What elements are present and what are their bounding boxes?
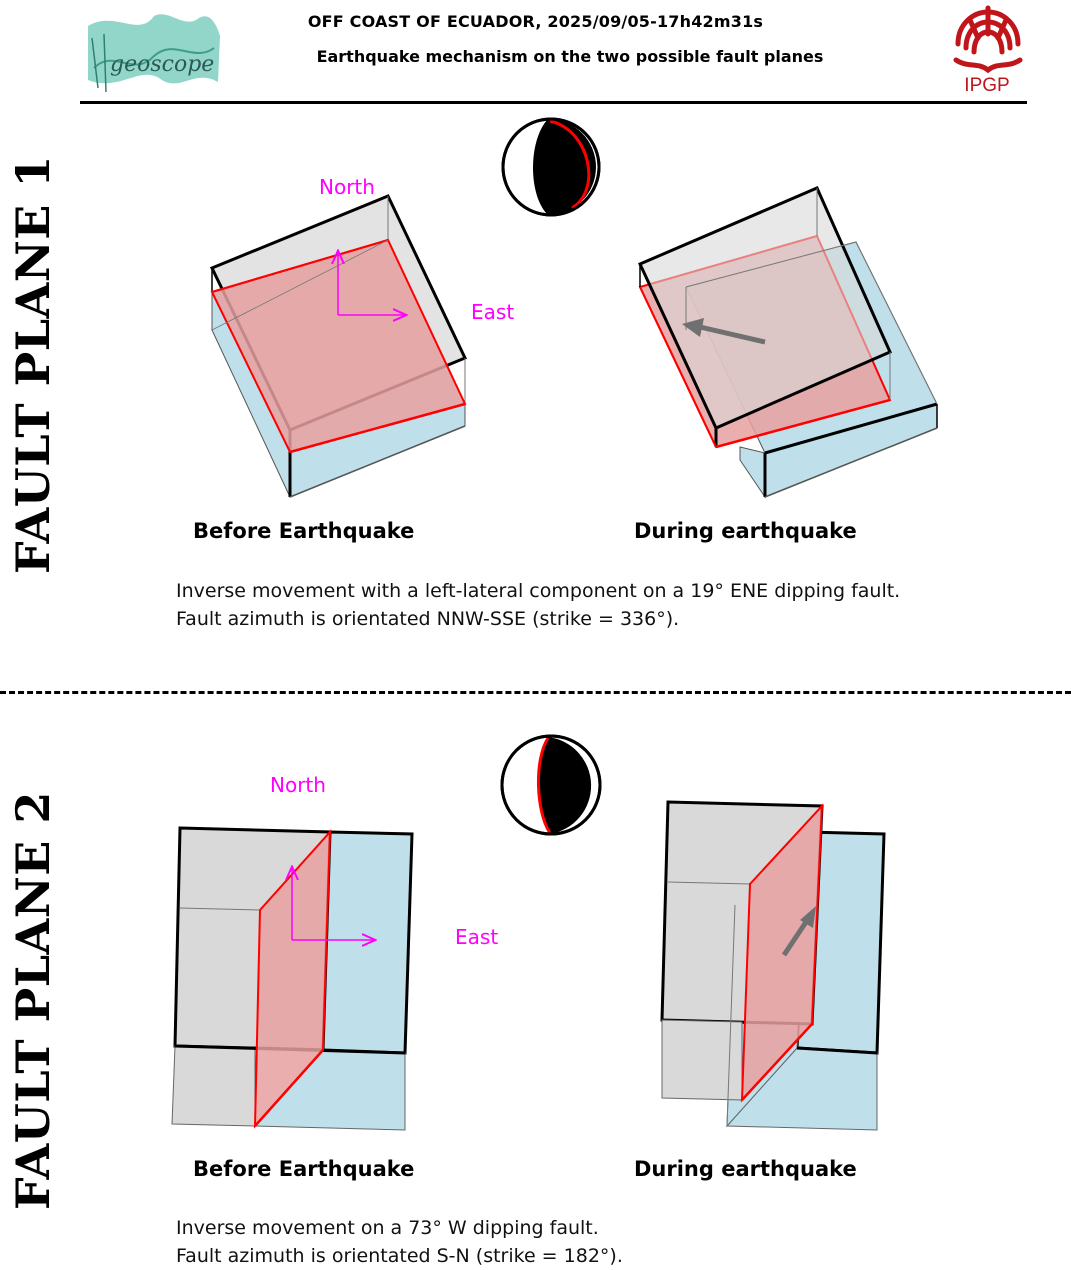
page-title: OFF COAST OF ECUADOR, 2025/09/05-17h42m3… [307,12,764,31]
ipgp-logo-graphic: IPGP [953,5,1023,96]
focal-mechanism-ball-2 [500,734,602,836]
header-divider [80,101,1027,104]
fault1-during-caption: During earthquake [634,519,857,543]
fault2-north-label: North [270,773,326,797]
fault2-description-line1: Inverse movement on a 73° W dipping faul… [176,1217,599,1239]
fault2-description-line2: Fault azimuth is orientated S-N (strike … [176,1245,623,1267]
fault2-during-block [660,800,886,1131]
fault1-east-label: East [471,300,515,324]
fault2-compass [292,868,374,940]
fault1-description-line2: Fault azimuth is orientated NNW-SSE (str… [176,608,680,630]
geoscope-logo-graphic: geoscope [88,14,220,93]
fault1-compass [338,252,405,315]
page-subtitle: Earthquake mechanism on the two possible… [316,47,824,66]
fault1-before-caption: Before Earthquake [193,519,415,543]
fault2-east-label: East [455,925,499,949]
focal-mechanism-ball-1 [501,117,601,217]
geoscope-logo-text: geoscope [110,52,214,77]
fault1-during-block [637,186,938,499]
ipgp-logo: IPGP [948,4,1026,96]
fault2-before-caption: Before Earthquake [193,1157,415,1181]
ipgp-logo-text: IPGP [964,75,1009,96]
geoscope-logo: geoscope [84,8,224,94]
fault1-description-line1: Inverse movement with a left-lateral com… [176,580,901,602]
fault2-during-caption: During earthquake [634,1157,857,1181]
fault1-north-label: North [319,175,375,199]
section-divider [0,691,1071,694]
fault1-before-block [209,194,468,498]
